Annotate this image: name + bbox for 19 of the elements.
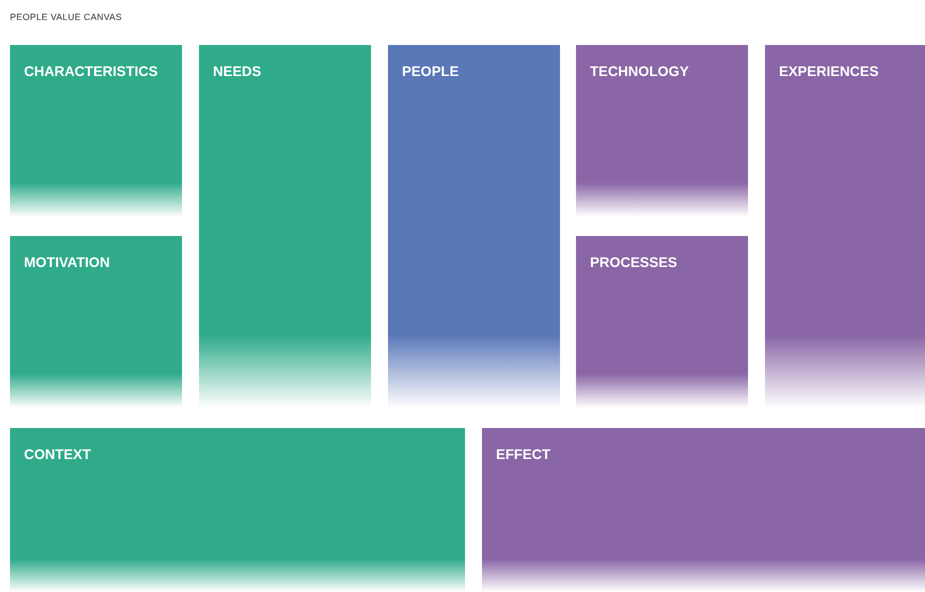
- block-heading: PROCESSES: [590, 254, 678, 270]
- block-heading: NEEDS: [213, 63, 262, 79]
- canvas-block: [765, 45, 925, 408]
- block-heading: EXPERIENCES: [779, 63, 879, 79]
- block-heading: MOTIVATION: [24, 254, 110, 270]
- canvas-block: [388, 45, 560, 408]
- block-heading: CONTEXT: [24, 446, 91, 462]
- canvas-block: [576, 45, 748, 217]
- canvas-block: [482, 428, 925, 592]
- canvas-block: [576, 236, 748, 408]
- canvas-block: [199, 45, 371, 408]
- block-heading: PEOPLE: [402, 63, 459, 79]
- canvas-block: [10, 45, 182, 217]
- canvas-block: [10, 236, 182, 408]
- canvas-title: PEOPLE VALUE CANVAS: [10, 12, 122, 22]
- block-heading: TECHNOLOGY: [590, 63, 689, 79]
- block-heading: CHARACTERISTICS: [24, 63, 158, 79]
- canvas-block: [10, 428, 465, 592]
- block-heading: EFFECT: [496, 446, 550, 462]
